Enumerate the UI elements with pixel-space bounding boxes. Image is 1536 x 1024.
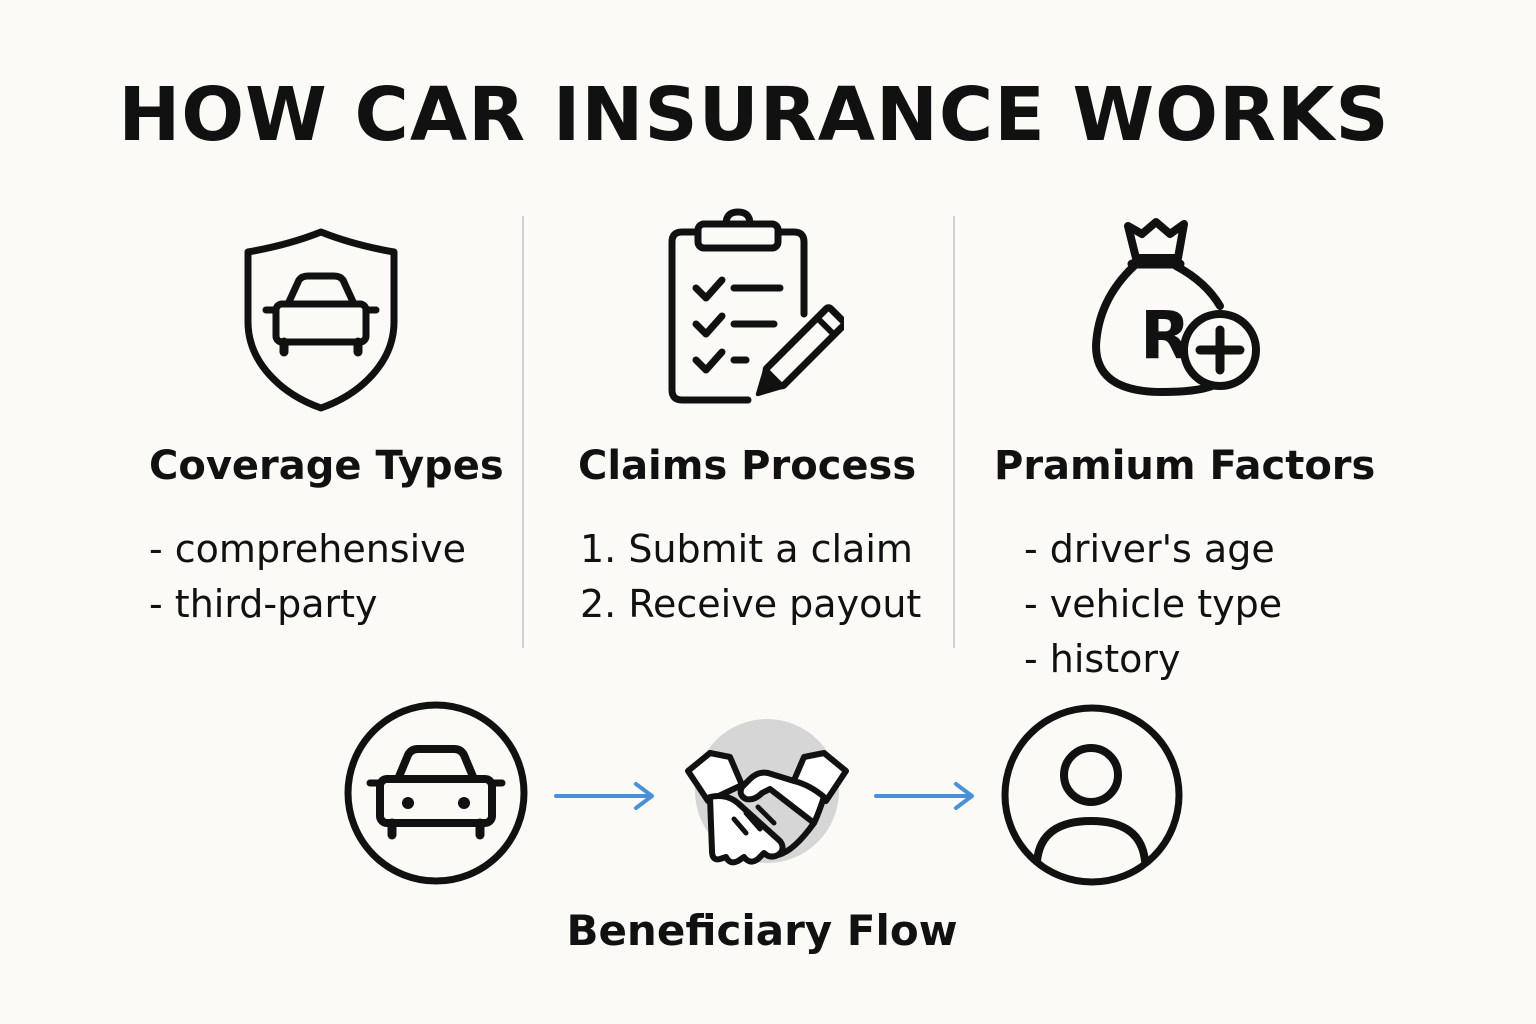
column-divider-right [953, 216, 955, 648]
arrow-right-icon [554, 782, 654, 810]
claims-process-list: 1. Submit a claim 2. Receive payout [580, 522, 921, 632]
list-item: 1. Submit a claim [580, 527, 913, 571]
person-circle-icon [1001, 704, 1183, 886]
list-item: - vehicle type [1024, 582, 1283, 626]
claims-process-heading: Claims Process [578, 443, 917, 489]
page-title: HOW CAR INSURANCE WORKS [118, 72, 1390, 158]
list-item: - driver's age [1024, 527, 1275, 571]
list-item: 2. Receive payout [580, 582, 922, 626]
clipboard-checklist-icon [668, 208, 844, 404]
money-bag-icon: R [1091, 218, 1260, 397]
coverage-types-heading: Coverage Types [149, 443, 504, 489]
beneficiary-flow-caption: Beneficiary Flow [566, 906, 958, 955]
list-item: - comprehensive [149, 527, 467, 571]
arrow-right-icon [874, 782, 974, 810]
handshake-icon [685, 719, 849, 866]
premium-factors-list: - driver's age - vehicle type - history [1024, 522, 1282, 687]
coverage-types-list: - comprehensive - third-party [149, 522, 466, 632]
car-circle-icon [344, 701, 528, 885]
list-item: - third-party [149, 582, 378, 626]
premium-factors-heading: Pramium Factors [994, 443, 1376, 489]
list-item: - history [1024, 637, 1181, 681]
shield-car-icon [244, 228, 398, 412]
column-divider-left [522, 216, 524, 648]
